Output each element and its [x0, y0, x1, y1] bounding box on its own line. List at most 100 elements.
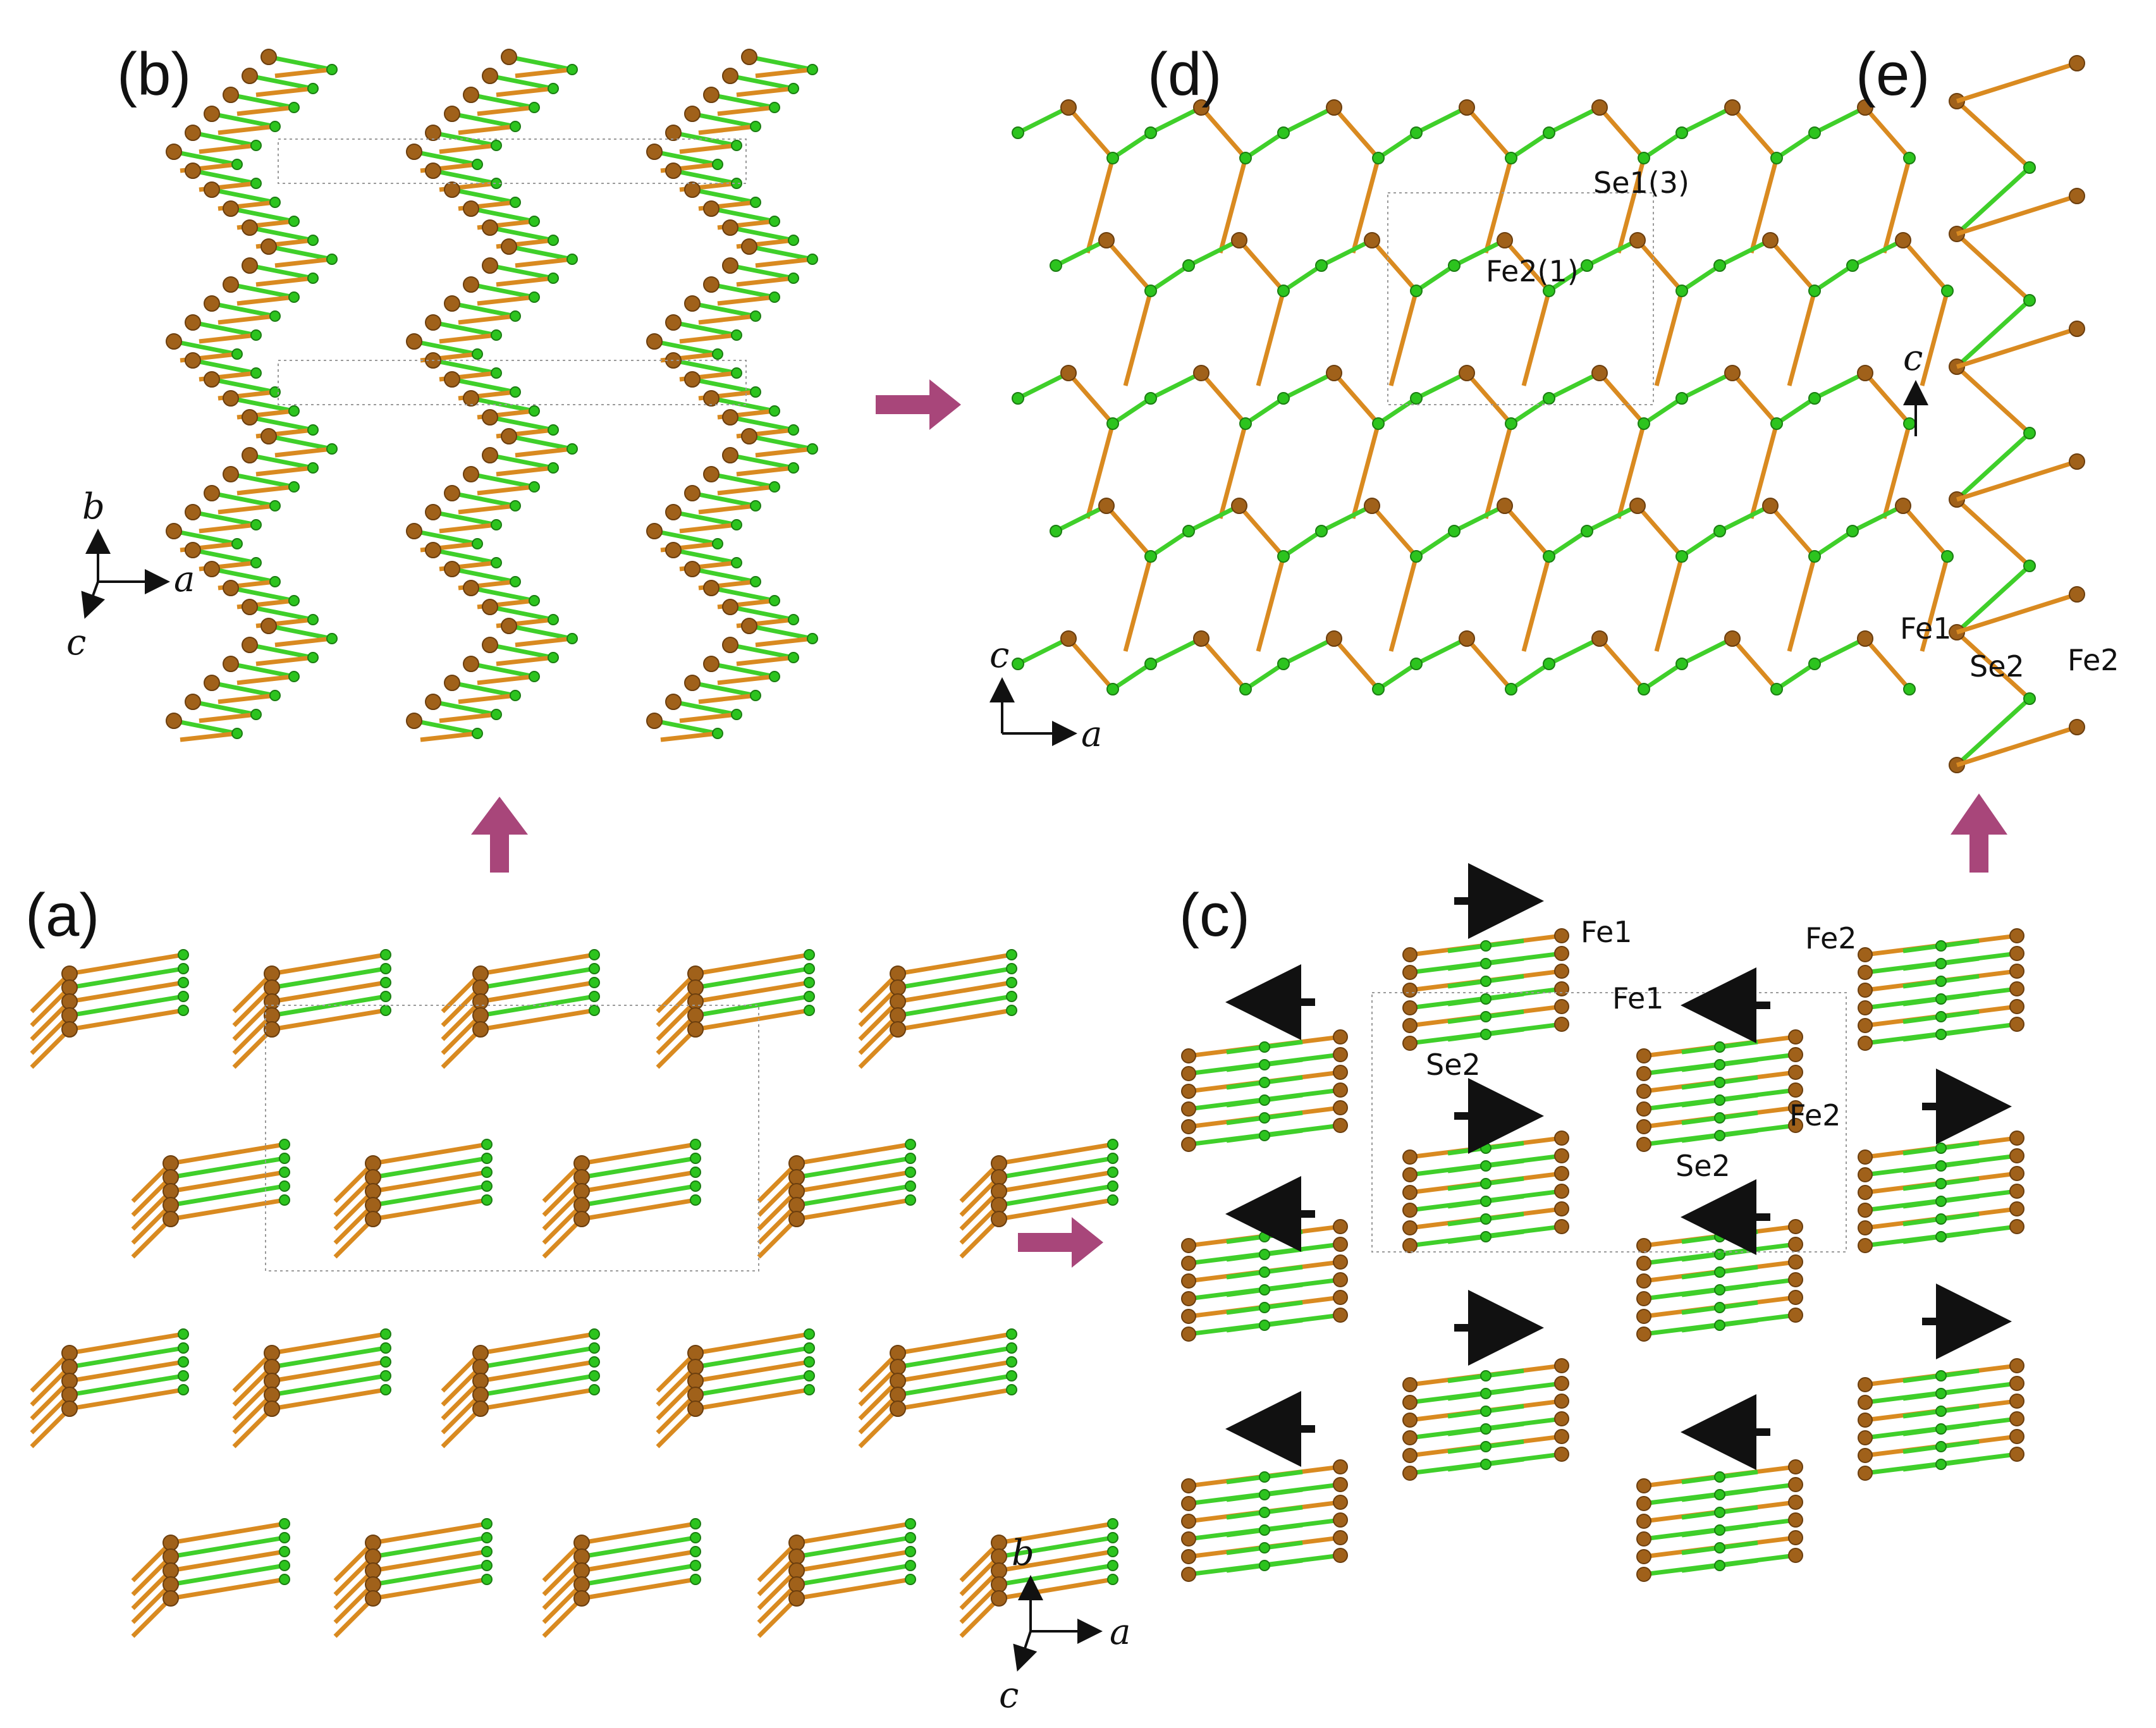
se-atom — [250, 519, 262, 530]
bond — [69, 1373, 184, 1397]
se-atom — [380, 1342, 391, 1354]
fe-atom — [1554, 1017, 1569, 1032]
bond — [998, 1156, 1113, 1180]
fe-atom — [1788, 1548, 1803, 1563]
fe-atom — [1402, 1395, 1418, 1410]
bond — [480, 966, 595, 990]
bond — [673, 168, 737, 186]
fe-atom — [260, 49, 277, 65]
se-atom — [279, 1194, 290, 1206]
bond — [1187, 503, 1240, 534]
fe-atom — [1402, 1000, 1418, 1015]
bond — [333, 1217, 375, 1259]
fe-atom — [242, 68, 258, 84]
fe-atom — [1333, 1237, 1348, 1252]
fe-atom — [1402, 1220, 1418, 1235]
bond — [656, 1027, 697, 1069]
bond — [470, 282, 535, 300]
se-atom — [1259, 1266, 1270, 1278]
bond — [489, 642, 554, 660]
fe-atom — [264, 1021, 280, 1038]
bond — [542, 1541, 584, 1583]
bond — [1654, 556, 1684, 652]
se-atom — [1480, 1160, 1491, 1172]
bond — [69, 994, 184, 1018]
fe-atom — [1636, 1119, 1651, 1134]
fe-atom — [162, 1590, 179, 1607]
fe-atom — [1181, 1478, 1196, 1493]
fe-atom — [482, 599, 498, 615]
fe-atom — [1181, 1137, 1196, 1152]
fe-atom — [223, 276, 239, 293]
se-atom — [1480, 1406, 1491, 1417]
bond — [271, 1373, 386, 1397]
fe-atom — [665, 504, 682, 520]
panel-b-structure — [166, 49, 818, 742]
fe-atom — [2009, 1148, 2024, 1163]
se-atom — [804, 1005, 815, 1016]
bond — [432, 358, 497, 376]
fe-atom — [162, 1562, 179, 1579]
se-atom — [1480, 1196, 1491, 1207]
fe-atom — [1636, 1531, 1651, 1547]
se-atom — [481, 1546, 493, 1557]
fe-atom — [1333, 1254, 1348, 1270]
se-atom — [2023, 427, 2036, 439]
bond — [69, 1387, 184, 1411]
se-atom — [1410, 126, 1423, 139]
bond — [508, 434, 573, 451]
se-atom — [750, 576, 761, 587]
bond — [230, 92, 295, 110]
bond — [757, 1555, 799, 1596]
fe-atom — [890, 979, 906, 996]
se-atom — [1107, 1139, 1118, 1150]
bond — [69, 966, 184, 990]
fe-atom — [2069, 55, 2085, 71]
bond — [255, 86, 314, 97]
bond — [692, 377, 756, 395]
fe-atom — [890, 965, 906, 982]
fe-atom — [991, 1548, 1007, 1565]
se-atom — [905, 1560, 916, 1571]
bond — [542, 1569, 584, 1610]
fe-atom — [991, 1183, 1007, 1199]
se-atom — [690, 1532, 701, 1543]
se-atom — [589, 963, 600, 974]
axis-a-label: a — [174, 559, 195, 600]
se-atom — [279, 1532, 290, 1543]
bond — [170, 1577, 285, 1601]
se-atom — [788, 83, 799, 94]
fe-atom — [890, 1373, 906, 1389]
arrow-b-to-d — [876, 379, 961, 430]
se-atom — [905, 1153, 916, 1164]
bond — [1955, 232, 2031, 302]
se-atom — [1315, 525, 1328, 537]
fe-atom — [365, 1169, 381, 1186]
fe-atom — [1636, 1101, 1651, 1117]
fe-atom — [1554, 999, 1569, 1014]
se-atom — [472, 728, 483, 739]
fe-atom — [687, 1400, 704, 1417]
fe-atom — [1554, 1447, 1569, 1462]
se-atom — [1714, 1489, 1725, 1500]
se-atom — [731, 519, 742, 530]
fe-atom — [482, 219, 498, 236]
fe-atom — [204, 295, 220, 312]
fe-atom — [573, 1576, 590, 1593]
fe-atom — [501, 49, 517, 65]
fe-atom — [1858, 947, 1873, 962]
bond — [271, 1008, 386, 1032]
fe-atom — [444, 295, 460, 312]
bond — [1643, 662, 1683, 691]
bond — [730, 73, 794, 91]
fe-atom — [1788, 1495, 1803, 1510]
bond — [271, 966, 386, 990]
se-atom — [1935, 1196, 1947, 1207]
fe-atom — [665, 694, 682, 710]
bond — [998, 1535, 1113, 1559]
se-atom — [1410, 285, 1423, 297]
fe-atom — [166, 144, 182, 160]
fe-atom — [684, 675, 701, 691]
axis-b-label-a: b — [1012, 1533, 1034, 1574]
bond — [959, 1217, 1001, 1259]
